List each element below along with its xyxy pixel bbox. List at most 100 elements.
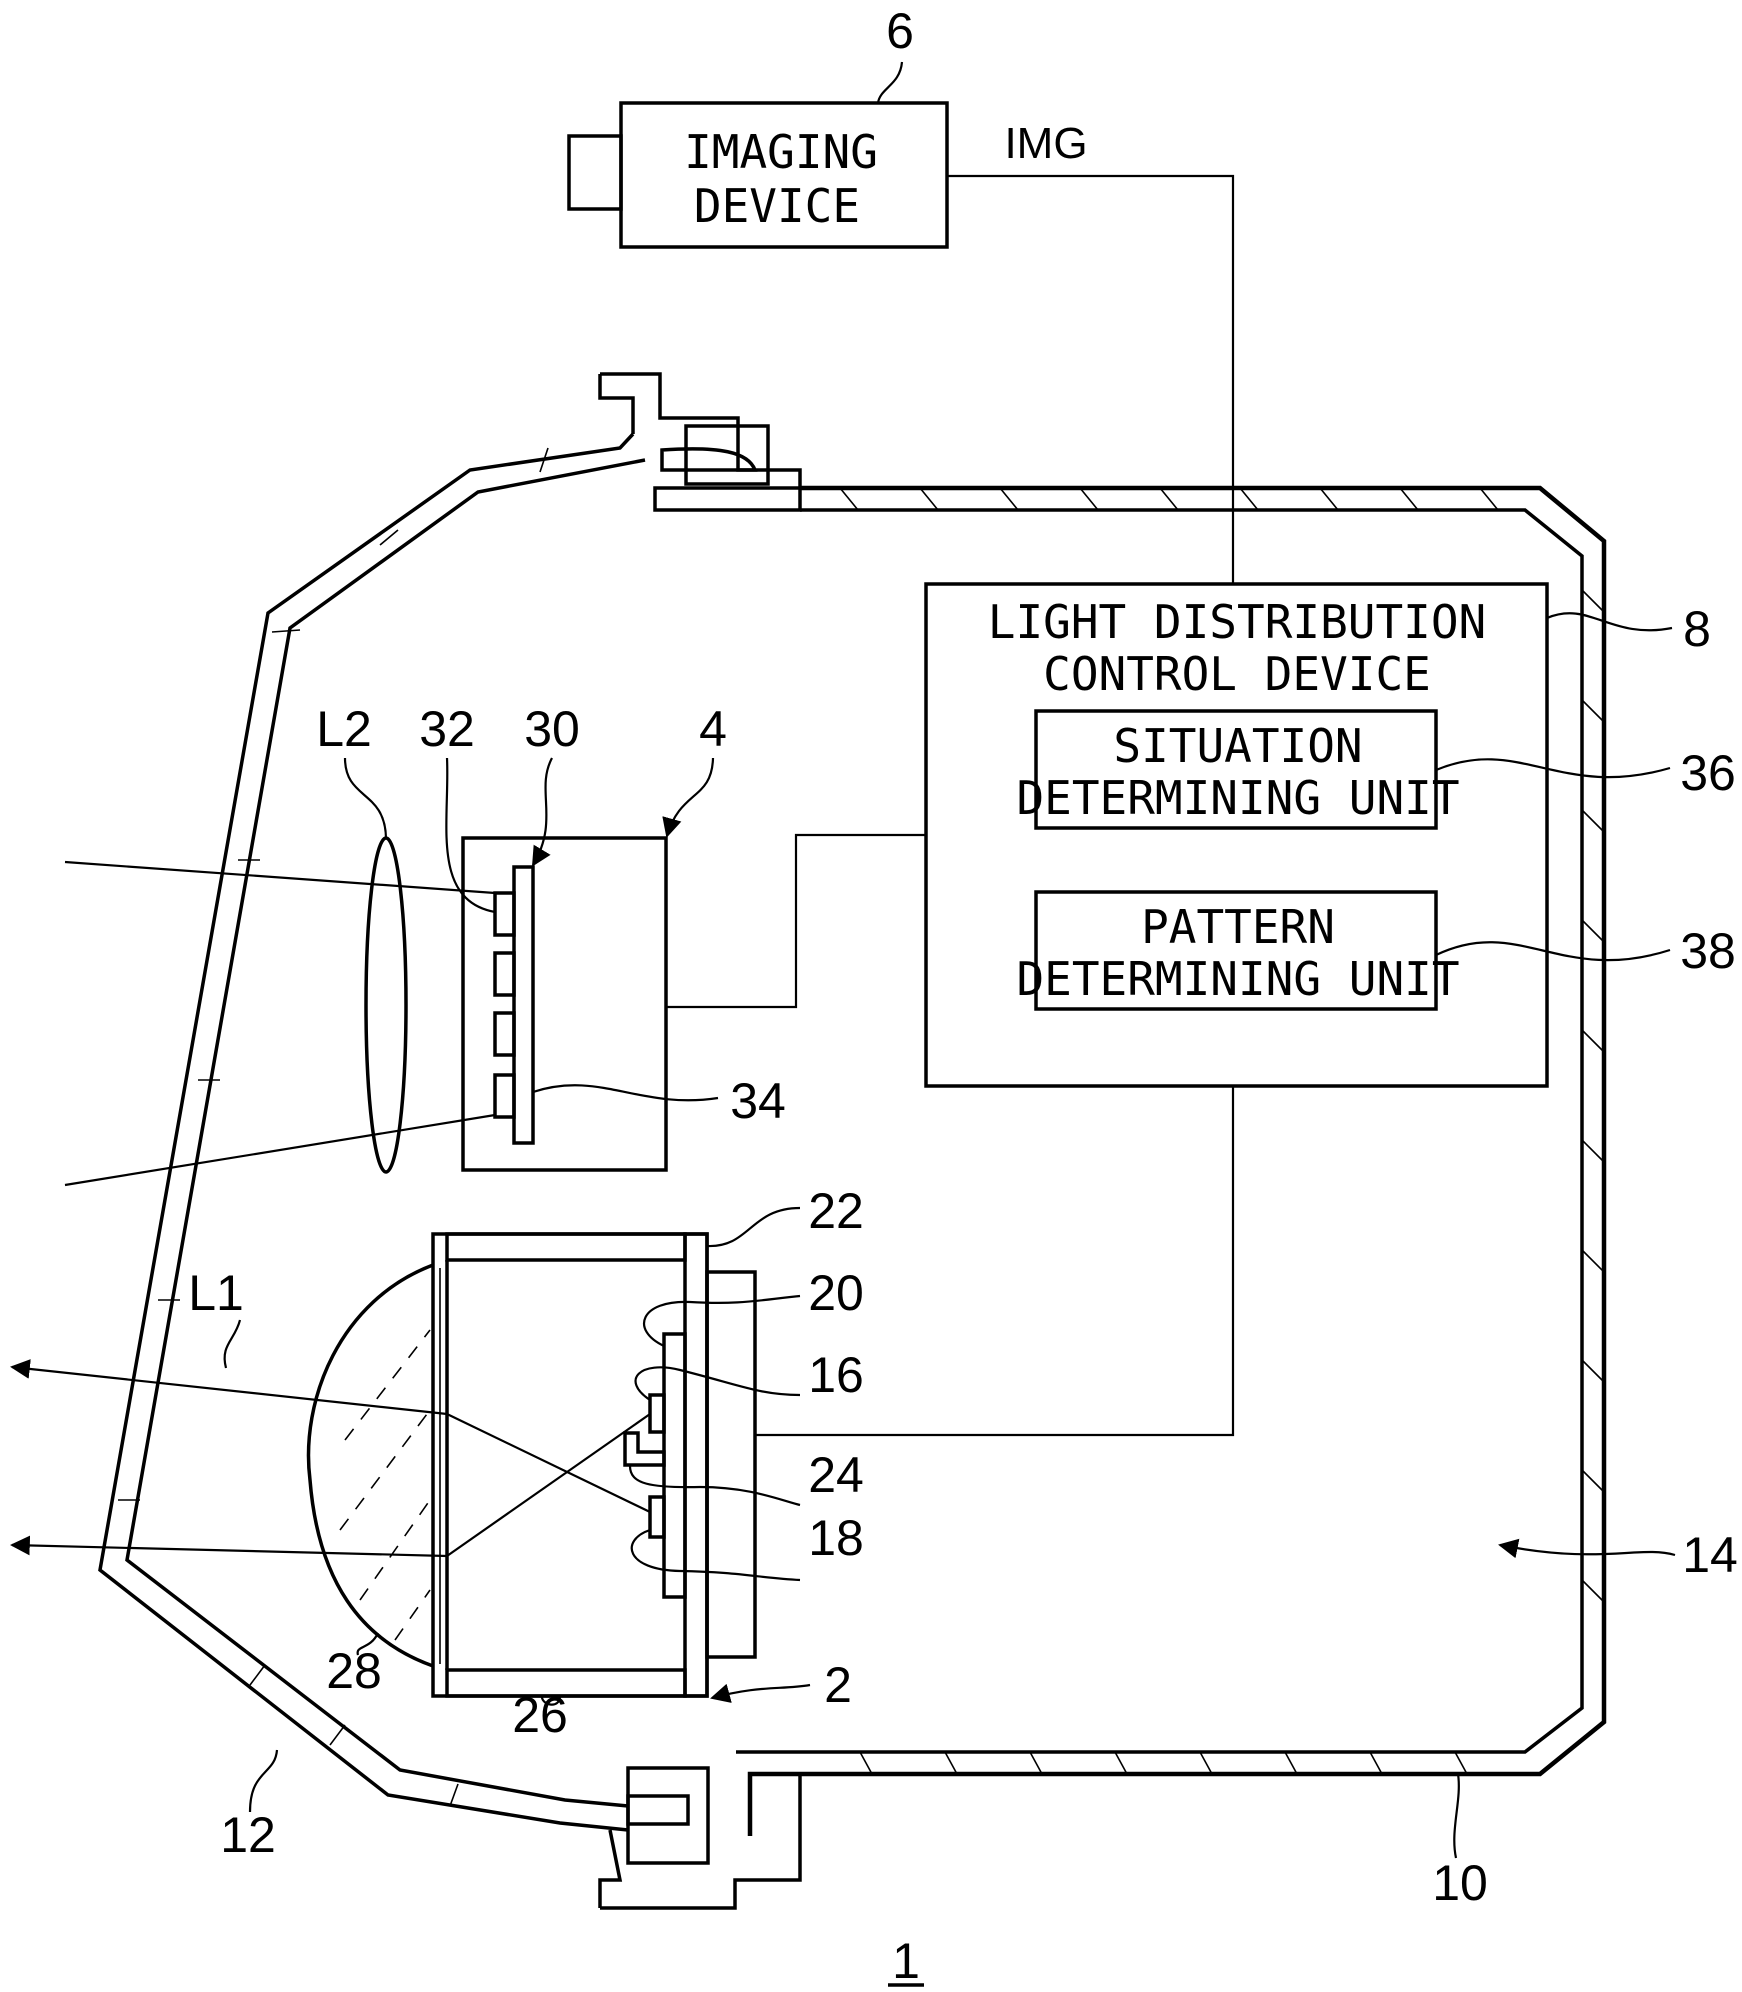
situation-unit-line1: SITUATION [1113, 719, 1362, 773]
ldc-line2: CONTROL DEVICE [1043, 647, 1431, 701]
ldc-to-variable-unit-line [666, 833, 926, 1009]
ray-L1-b-inner [446, 1413, 651, 1557]
ref-36: 36 [1680, 745, 1736, 801]
pattern-unit-box [1034, 890, 1438, 1011]
leader-4 [662, 757, 715, 838]
leader-6 [876, 61, 904, 104]
top-mount-upper [600, 372, 802, 488]
lamp-body-hatching [839, 487, 1605, 1775]
element-32-b [493, 951, 516, 997]
element-32-d [493, 1073, 516, 1119]
bottom-mount-lip [598, 1829, 623, 1908]
top-flange [653, 486, 802, 512]
ref-22: 22 [808, 1183, 864, 1239]
leader-L2 [343, 757, 388, 839]
ref-20: 20 [808, 1265, 864, 1321]
element-30-plate [512, 865, 535, 1145]
leader-2 [710, 1683, 811, 1703]
projection-lens-28 [306, 1263, 434, 1668]
figure-number: 1 [892, 1933, 920, 1989]
leader-16 [634, 1366, 801, 1401]
leader-12 [248, 1749, 279, 1813]
ref-6: 6 [886, 3, 914, 59]
ray-L1-a-out [10, 1359, 448, 1416]
ref-32: 32 [419, 701, 475, 757]
leader-10 [1453, 1773, 1460, 1859]
top-seal [684, 424, 770, 486]
camera-lens-icon [567, 134, 623, 211]
leader-30 [531, 757, 553, 867]
lamp-body-outer [747, 485, 1607, 1836]
leader-34 [532, 1084, 719, 1102]
leader-L1 [223, 1319, 242, 1369]
substrate-20 [662, 1332, 687, 1599]
light-source-18 [648, 1495, 666, 1539]
leader-36 [1435, 758, 1671, 779]
ref-10: 10 [1432, 1855, 1488, 1911]
ref-8: 8 [1683, 601, 1711, 657]
ldc-to-lamp-unit-line [755, 1086, 1235, 1437]
cover-hatching [118, 447, 549, 1807]
ray-L1-a-inner [446, 1413, 651, 1513]
imaging-device-line2: DEVICE [694, 179, 860, 233]
outer-cover [98, 432, 646, 1832]
ref-30: 30 [524, 701, 580, 757]
ref-34: 34 [730, 1073, 786, 1129]
ref-2: 2 [824, 1657, 852, 1713]
ldc-line1: LIGHT DISTRIBUTION [988, 595, 1487, 649]
bottom-mount-lower [600, 1774, 802, 1910]
top-seal-groove [660, 447, 758, 472]
lens-L2 [364, 836, 408, 1174]
ref-28: 28 [326, 1643, 382, 1699]
ref-38: 38 [1680, 923, 1736, 979]
leader-14 [1498, 1538, 1676, 1559]
pattern-unit-line2: DETERMINING UNIT [1016, 952, 1459, 1006]
cover-inner [125, 458, 646, 1808]
lamp-body [598, 372, 1607, 1910]
shade-24 [623, 1431, 666, 1467]
img-signal-line [947, 174, 1235, 584]
lens-dash-pattern [339, 1329, 431, 1641]
label-L1: L1 [188, 1265, 244, 1321]
imaging-device: IMAGING DEVICE 6 IMG [567, 3, 1235, 584]
element-32-a [493, 891, 516, 937]
leader-20 [643, 1294, 801, 1347]
back-plate [705, 1270, 757, 1659]
bottom-seal [626, 1766, 710, 1865]
ray-L2-upper [64, 860, 496, 895]
variable-unit-box [461, 836, 668, 1172]
ref-26: 26 [512, 1687, 568, 1743]
bottom-seal-groove [626, 1794, 690, 1826]
ray-L1-b-out [10, 1535, 448, 1558]
ref-12: 12 [220, 1807, 276, 1863]
ref-18: 18 [808, 1510, 864, 1566]
imaging-device-line1: IMAGING [684, 125, 878, 179]
light-source-16 [648, 1393, 666, 1434]
img-signal-label: IMG [1004, 119, 1087, 168]
top-mount-lip [598, 374, 635, 434]
ref-16: 16 [808, 1347, 864, 1403]
ray-L2-lower [64, 1113, 496, 1187]
leader-18 [630, 1528, 801, 1582]
leader-26 [540, 1694, 562, 1706]
housing-top-wall [445, 1232, 687, 1262]
leader-24 [628, 1465, 801, 1507]
leader-28 [356, 1632, 379, 1656]
ref-24: 24 [808, 1447, 864, 1503]
pattern-unit-line1: PATTERN [1141, 900, 1335, 954]
ref-4: 4 [699, 701, 727, 757]
leader-38 [1435, 941, 1671, 962]
ref-14: 14 [1682, 1527, 1738, 1583]
cover-outer [98, 432, 635, 1832]
element-32-c [493, 1011, 516, 1057]
lamp-body-inner [736, 508, 1584, 1754]
light-distribution-control-device: LIGHT DISTRIBUTION CONTROL DEVICE 8 SITU… [666, 582, 1736, 1437]
lamp-unit: L1 22 20 16 24 18 28 26 2 [10, 1183, 864, 1743]
variable-unit: L2 32 30 4 34 [64, 701, 786, 1187]
situation-unit-line2: DETERMINING UNIT [1016, 771, 1459, 825]
label-L2: L2 [316, 701, 372, 757]
leader-32 [445, 757, 496, 914]
leader-8 [1546, 612, 1673, 632]
